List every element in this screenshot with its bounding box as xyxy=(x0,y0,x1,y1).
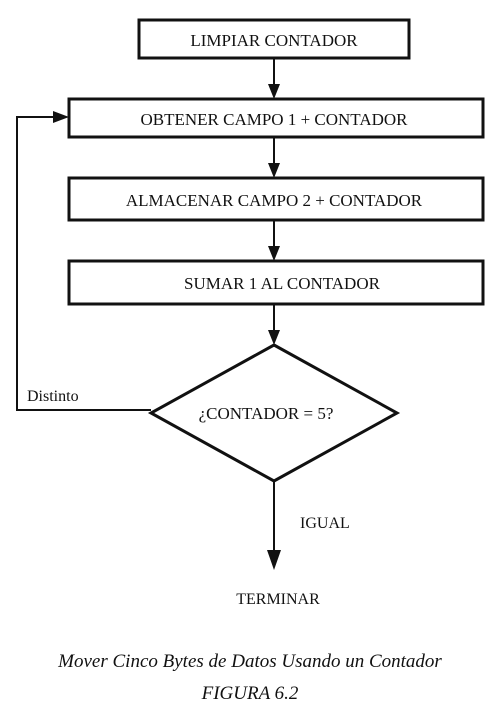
arrowhead-end xyxy=(267,550,281,570)
end-label-terminar: TERMINAR xyxy=(236,591,320,608)
step-get-field1-label: OBTENER CAMPO 1 + CONTADOR xyxy=(140,110,408,129)
figure-caption-number: FIGURA 6.2 xyxy=(201,683,299,704)
step-add-one-box xyxy=(67,259,485,306)
arrowhead-step4-top xyxy=(268,246,280,261)
figure-caption-title: Mover Cinco Bytes de Datos Usando un Con… xyxy=(58,651,442,672)
step-get-field1-box xyxy=(67,97,485,139)
exit-label-igual: IGUAL xyxy=(300,515,350,532)
loop-label-distinto: Distinto xyxy=(27,388,79,405)
loop-back-arrowhead xyxy=(53,111,69,123)
step-store-field2-label: ALMACENAR CAMPO 2 + CONTADOR xyxy=(126,191,423,210)
loop-back-line xyxy=(16,116,151,411)
step-clear-counter-label: LIMPIAR CONTADOR xyxy=(190,31,358,50)
step-store-field2-box xyxy=(67,176,485,222)
arrowhead-step3-top xyxy=(268,163,280,178)
arrowhead-step2-top xyxy=(268,84,280,99)
decision-label: ¿CONTADOR = 5? xyxy=(199,404,334,423)
arrowhead-decision-top xyxy=(268,330,280,345)
step-add-one-label: SUMAR 1 AL CONTADOR xyxy=(184,274,381,293)
